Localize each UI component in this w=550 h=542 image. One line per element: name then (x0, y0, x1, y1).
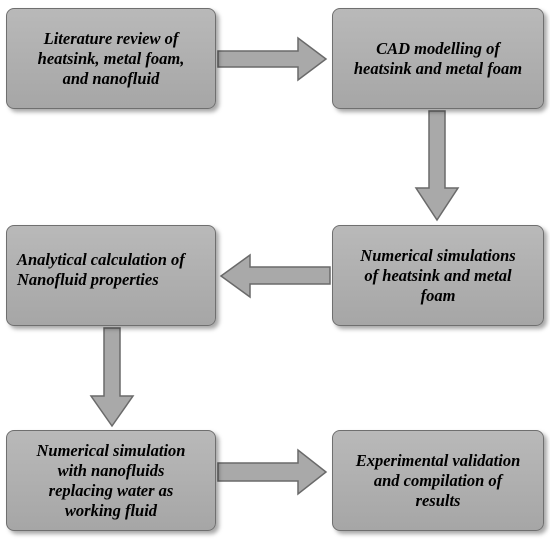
arrow-step2-to-step3 (414, 110, 460, 222)
step-numerical-simulations: Numerical simulations of heatsink and me… (332, 225, 544, 326)
step-numerical-simulation-nanofluids: Numerical simulation with nanofluids rep… (6, 430, 216, 531)
step-cad-modelling: CAD modelling of heatsink and metal foam (332, 8, 544, 109)
step-text-line: and compilation of (373, 470, 503, 490)
arrow-step5-to-step6 (217, 448, 328, 496)
arrow-step4-to-step5 (89, 327, 135, 428)
step-text-line: foam (420, 285, 456, 305)
step-text-line: and nanofluid (62, 68, 160, 88)
step-experimental-validation: Experimental validation and compilation … (332, 430, 544, 531)
step-text-line: replacing water as (48, 480, 174, 500)
step-text-line: Numerical simulation (36, 440, 186, 460)
step-text-line: Analytical calculation of (17, 250, 185, 269)
step-text-line: Experimental validation (355, 450, 521, 470)
step-text-line: of heatsink and metal (364, 265, 512, 285)
step-text-line: with nanofluids (57, 460, 165, 480)
arrow-step1-to-step2 (217, 36, 328, 82)
step-text-line: Numerical simulations (360, 245, 516, 265)
step-analytical-calculation: Analytical calculation of Nanofluid prop… (6, 225, 216, 326)
step-text-line: Nanofluid properties (17, 270, 159, 289)
step-text-line: results (415, 490, 461, 510)
step-text-line: heatsink, metal foam, (37, 48, 185, 68)
step-literature-review: Literature review of heatsink, metal foa… (6, 8, 216, 109)
step-text-line: Literature review of (43, 28, 179, 48)
arrow-step3-to-step4 (219, 253, 331, 299)
step-text-line: CAD modelling of (376, 38, 500, 58)
step-text-line: heatsink and metal foam (353, 58, 523, 78)
step-text-line: working fluid (64, 500, 158, 520)
